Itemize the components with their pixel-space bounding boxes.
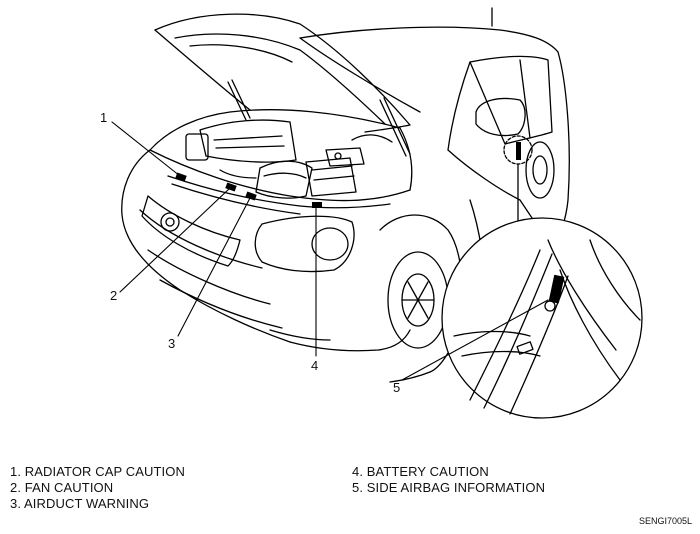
callout-3: 3 bbox=[168, 336, 176, 351]
callout-1: 1 bbox=[100, 110, 108, 125]
figure-code: SENGI7005L bbox=[638, 516, 692, 526]
leader-lines bbox=[111, 121, 549, 381]
legend-item-radiator-cap: 1. RADIATOR CAP CAUTION bbox=[10, 464, 185, 479]
callout-4: 4 bbox=[311, 358, 319, 373]
callout-2: 2 bbox=[110, 288, 118, 303]
legend-item-battery: 4. BATTERY CAUTION bbox=[352, 464, 489, 479]
detail-inset bbox=[441, 217, 643, 419]
legend-item-side-airbag: 5. SIDE AIRBAG INFORMATION bbox=[352, 480, 546, 495]
label-patches bbox=[175, 142, 521, 208]
callout-5: 5 bbox=[393, 380, 401, 395]
legend-item-airduct: 3. AIRDUCT WARNING bbox=[10, 496, 150, 511]
legend-item-fan: 2. FAN CAUTION bbox=[10, 480, 114, 495]
engine-bay bbox=[149, 109, 413, 215]
